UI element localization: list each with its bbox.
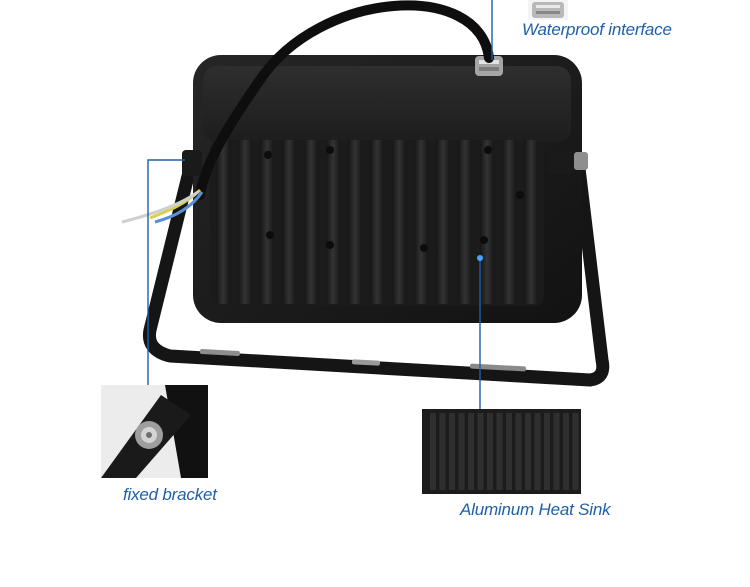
- heat-sink-fin: [348, 140, 362, 304]
- screw-hole: [264, 151, 272, 159]
- heat-sink-fin: [480, 140, 494, 304]
- inset-fin: [534, 413, 541, 490]
- power-cable: [195, 0, 494, 200]
- wire-white: [121, 190, 199, 224]
- heat-sink-closeup-photo: [422, 409, 581, 494]
- heat-sink-fin: [238, 140, 252, 304]
- heat-sink-fin: [216, 140, 230, 304]
- bracket-slot-center: [351, 359, 380, 366]
- bracket-closeup-photo: [101, 385, 208, 478]
- heat-sink-fins: [216, 140, 538, 304]
- hinge-left: [182, 150, 202, 176]
- connector-thumbnail: [528, 0, 568, 20]
- aluminum-heat-sink-label: Aluminum Heat Sink: [460, 500, 611, 519]
- callout-line-bracket: [147, 159, 185, 400]
- inset-fin: [515, 413, 522, 490]
- inset-fin: [477, 413, 484, 490]
- heat-sink-fin: [524, 140, 538, 304]
- heat-sink-fin: [370, 140, 384, 304]
- heat-sink-fin: [304, 140, 318, 304]
- hinge-right-bolt: [574, 152, 588, 170]
- inset-fin: [487, 413, 493, 490]
- hinge-right: [548, 150, 574, 174]
- inset-fin: [525, 413, 531, 490]
- waterproof-interface-label: Waterproof interface: [522, 20, 672, 39]
- heat-sink-fin: [436, 140, 450, 304]
- wire-blue: [154, 191, 204, 224]
- inset-fin: [496, 413, 503, 490]
- callout-dot-heatsink: [477, 255, 483, 261]
- bracket-slot-right: [469, 363, 526, 372]
- screw-hole: [326, 146, 334, 154]
- heat-sink-fin: [502, 140, 516, 304]
- inset-fin: [506, 413, 512, 490]
- inset-fin: [544, 413, 550, 490]
- heat-sink-fin: [458, 140, 472, 304]
- inset-fin: [572, 413, 579, 490]
- heat-sink-fin: [392, 140, 406, 304]
- heat-sink-fin: [282, 140, 296, 304]
- screw-hole: [484, 146, 492, 154]
- screw-hole: [480, 236, 488, 244]
- screw-hole: [516, 191, 524, 199]
- inset-fin: [449, 413, 455, 490]
- inset-fin: [468, 413, 474, 490]
- heat-sink-fin: [414, 140, 428, 304]
- inset-fin: [458, 413, 465, 490]
- screw-hole: [266, 231, 274, 239]
- heat-sink-fin: [260, 140, 274, 304]
- inset-fin: [553, 413, 560, 490]
- bracket-slot-left: [199, 349, 240, 356]
- heat-sink-fin: [326, 140, 340, 304]
- inset-fin: [439, 413, 446, 490]
- inset-fin: [563, 413, 569, 490]
- mounting-bracket: [142, 158, 610, 387]
- fixed-bracket-label: fixed bracket: [123, 485, 217, 504]
- screw-hole: [326, 241, 334, 249]
- housing-top-plate: [203, 66, 571, 142]
- inset-fin: [430, 413, 436, 490]
- screw-hole: [420, 244, 428, 252]
